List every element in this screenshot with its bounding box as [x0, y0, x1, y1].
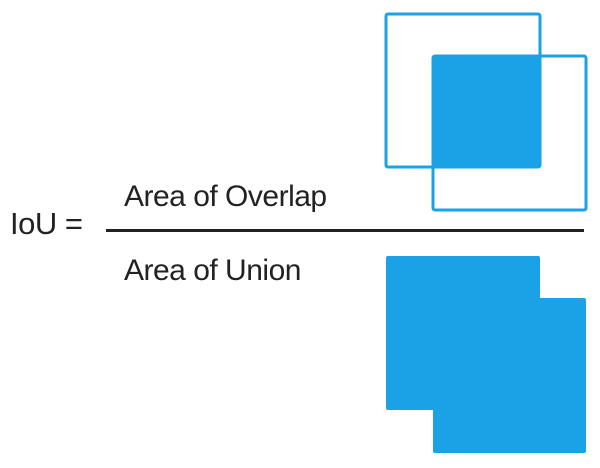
numerator-text: Area of Overlap: [124, 180, 327, 213]
denominator-text: Area of Union: [124, 254, 301, 287]
overlap-figure: [384, 12, 588, 212]
fraction-bar: [106, 229, 584, 232]
box-a-outline: [384, 12, 542, 169]
union-figure: [386, 256, 586, 453]
iou-label: IoU =: [10, 206, 83, 241]
box-b-outline: [431, 54, 588, 212]
overlap-region: [433, 56, 540, 167]
union-region: [386, 256, 586, 453]
